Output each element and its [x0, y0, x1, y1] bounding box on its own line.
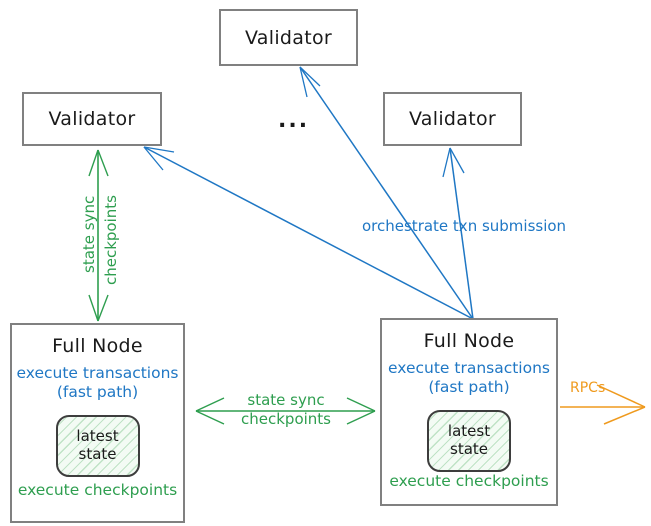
edge-label-state-sync-horizontal-line1: state sync — [247, 391, 325, 409]
full-node-fastpath-line1-right: execute transactions — [387, 359, 551, 377]
latest-state-line2-right: state — [450, 439, 488, 458]
validator-label-top: Validator — [244, 26, 332, 49]
edge-label-rpcs: RPCs — [570, 380, 606, 396]
latest-state-line1-right: latest — [447, 422, 491, 441]
edge-label-state-sync-vertical-line1: state sync — [80, 195, 98, 273]
edge-label-orchestrate: orchestrate txn submission — [362, 217, 567, 235]
full-node-checkpoints-left: execute checkpoints — [17, 481, 178, 499]
full-node-fastpath-line2-right: (fast path) — [428, 378, 510, 397]
full-node-fastpath-line1-left: execute transactions — [16, 364, 179, 382]
full-node-checkpoints-right: execute checkpoints — [389, 472, 549, 490]
full-node-box-right[interactable]: Full Node execute transactions (fast pat… — [380, 318, 558, 506]
latest-state-line2-left: state — [78, 444, 117, 463]
validators-ellipsis: ... — [278, 108, 310, 133]
latest-state-chip-left: latest state — [55, 414, 140, 477]
edge-label-state-sync-vertical-line2: checkpoints — [102, 195, 120, 285]
latest-state-line1-left: latest — [76, 427, 119, 446]
edge-label-state-sync-horizontal-line2: checkpoints — [241, 409, 331, 428]
validator-box-right[interactable]: Validator — [383, 92, 522, 146]
validator-box-left[interactable]: Validator — [22, 92, 162, 146]
validator-label-right: Validator — [408, 108, 496, 130]
full-node-fastpath-right: execute transactions (fast path) — [388, 359, 550, 398]
full-node-title-right: Full Node — [423, 330, 515, 352]
validator-box-top[interactable]: Validator — [219, 9, 358, 66]
full-node-fastpath-line2-left: (fast path) — [56, 383, 139, 402]
full-node-title-left: Full Node — [52, 335, 143, 357]
full-node-box-left[interactable]: Full Node execute transactions (fast pat… — [10, 323, 185, 523]
full-node-fastpath-left: execute transactions (fast path) — [16, 364, 178, 403]
latest-state-chip-right: latest state — [427, 409, 511, 472]
validator-label-left: Validator — [48, 108, 136, 130]
edge-label-state-sync-horizontal: state sync checkpoints — [218, 391, 354, 429]
